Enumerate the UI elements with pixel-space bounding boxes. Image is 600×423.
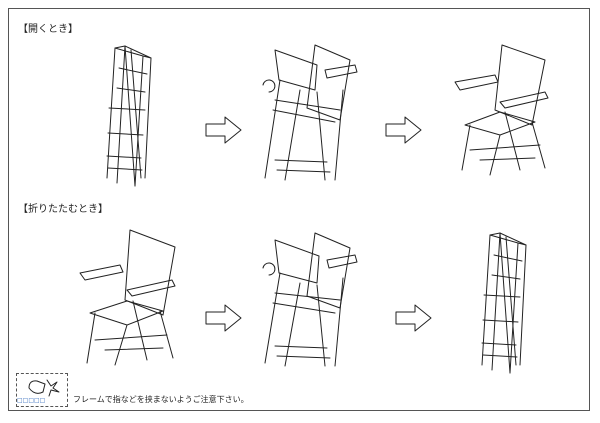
open-chair-illustration bbox=[454, 44, 549, 176]
section-heading-fold: 【折りたたむとき】 bbox=[18, 204, 108, 215]
arrow-right-icon bbox=[205, 304, 242, 332]
folded-chair-illustration bbox=[106, 45, 152, 187]
half-folded-chair-illustration bbox=[262, 232, 358, 367]
section-heading-open: 【開くとき】 bbox=[18, 24, 78, 35]
arrow-right-icon bbox=[385, 116, 422, 144]
pinch-finger-icon bbox=[28, 379, 60, 397]
folded-chair-illustration bbox=[481, 232, 527, 374]
warning-text: フレームで指などを挟まないようご注意下さい。 bbox=[73, 395, 249, 404]
arrow-right-icon bbox=[205, 116, 242, 144]
document-frame bbox=[8, 8, 590, 411]
warning-icon-box bbox=[16, 373, 68, 407]
half-open-chair-illustration bbox=[262, 44, 358, 181]
arrow-right-icon bbox=[395, 304, 432, 332]
open-chair-illustration bbox=[79, 229, 176, 366]
warning-code: □□□□□ bbox=[17, 397, 46, 404]
